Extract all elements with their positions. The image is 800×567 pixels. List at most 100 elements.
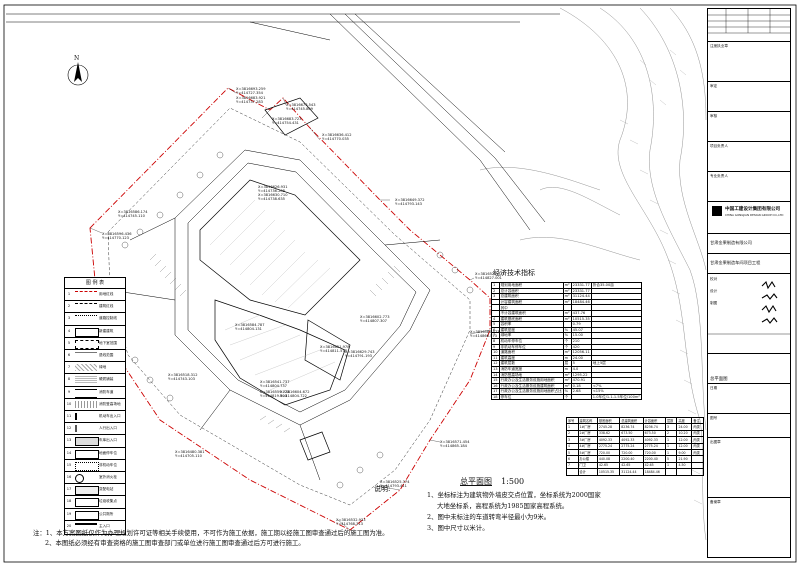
building-cell: 12.00	[676, 436, 693, 444]
building-cell: 42.65	[642, 461, 666, 470]
building-cell	[566, 468, 579, 476]
note-bottom-2: 2、本图纸必须经有审查资格的施工图审查部门或单位进行施工图审查通过后方可进行施工…	[45, 539, 305, 547]
coordinate-x: X=3816636.412	[322, 133, 352, 137]
legend-num: 11	[66, 414, 72, 418]
building-cell: 4#厂房	[577, 442, 598, 450]
building-setback-line	[107, 107, 471, 506]
econ-cell: 其中	[498, 304, 564, 311]
legend-symbol-icon	[75, 291, 97, 299]
building-cell: 4092.33	[642, 436, 666, 444]
legend-label: 车库出入口	[99, 438, 117, 443]
econ-cell: 容积率	[498, 321, 564, 328]
coordinate-x: X=3816521.573	[475, 272, 505, 276]
legend-label: 人行出入口	[99, 426, 117, 431]
project-name: 甘肃金果制造有限公司	[710, 240, 752, 245]
coordinate-x: X=3816532.933	[336, 518, 366, 522]
building-1	[199, 179, 361, 316]
econ-cell: 210	[570, 337, 592, 345]
tb-row-issue-stamp: 出图章	[708, 437, 790, 498]
tb-label-draw: 制图	[710, 301, 718, 305]
coordinate-y: Y=414791.193	[345, 354, 372, 359]
building-cell: 丙类	[691, 448, 704, 457]
building-cell: 338.62	[596, 429, 621, 438]
coordinate-x: X=3816673.543	[286, 103, 316, 107]
building-cell: 440.08	[596, 455, 621, 463]
coordinate-x: X=3816604.672	[280, 390, 310, 394]
legend-num: 15	[66, 462, 72, 467]
building-cell: 12.00	[676, 442, 693, 450]
legend-label: 垃圾收集点	[99, 499, 117, 504]
econ-cell	[590, 332, 642, 339]
coordinate-x: X=3816626.931	[258, 185, 288, 189]
coordinate-y: Y=414865.184	[440, 444, 467, 449]
legend-num: 6	[67, 353, 71, 357]
legend-num: 4	[67, 328, 71, 333]
legend-label: 新建建筑	[99, 328, 114, 333]
econ-cell	[590, 343, 642, 351]
econ-cell: m²	[562, 371, 572, 379]
building-cell: 办公楼	[577, 455, 598, 463]
econ-cell: 总计容面积	[498, 287, 564, 295]
note-right-1: 1、坐标标注为建筑物外墙皮交点位置，坐标系统为2000国家	[427, 491, 601, 499]
legend-symbol-icon	[75, 425, 99, 433]
econ-cell: 建筑高度	[498, 354, 564, 362]
tb-signatures: 校对 设计 制图	[708, 273, 790, 354]
econ-cell: 2.68	[570, 388, 592, 395]
building-header-row: 序号建筑名称基底面积总建筑面积计容面积层数高度备注	[566, 416, 704, 425]
legend-num: 1	[67, 292, 71, 296]
building-cell: 5#厂房	[577, 448, 598, 457]
coordinate-x: X=3816683.921	[236, 96, 266, 100]
building-cell: 丙类	[691, 423, 704, 431]
building-cell: 673.50	[642, 429, 666, 438]
building-cell: 8236.74	[642, 423, 666, 431]
tb-row-project: 甘肃金果制造有限公司	[708, 233, 790, 254]
building-cell: 9.00	[676, 448, 693, 457]
coordinate-x: X=3816621.978	[320, 345, 350, 349]
legend-label: 建筑红线	[99, 304, 114, 309]
tb-row-review: 审核	[708, 111, 790, 142]
drawing-frame	[3, 4, 797, 563]
building-cell: 丙类	[691, 429, 704, 438]
building-cell: 18484.46	[642, 468, 666, 476]
coordinate-y: Y=414819.803	[260, 394, 287, 399]
legend-num: 13	[66, 438, 72, 443]
econ-cell: m²	[562, 382, 572, 390]
econ-cell: 消防车道宽度	[498, 365, 564, 373]
coordinate-y: Y=414811.577	[320, 349, 347, 354]
coordinate-x: X=3816582.573	[470, 330, 500, 334]
legend-symbol-icon	[75, 522, 97, 532]
building-cell: 720.00	[642, 448, 666, 457]
econ-cell	[590, 304, 642, 311]
econ-cell: 14	[491, 371, 500, 379]
tb-row-number: 图号	[708, 413, 790, 438]
coordinate-leaders	[89, 87, 491, 531]
building-cell: 2#厂房	[577, 429, 598, 438]
legend-symbol-icon	[75, 437, 99, 447]
legend-symbol-icon	[75, 498, 99, 508]
legend-num: 14	[66, 450, 72, 455]
legend-label: 非机动车位	[99, 462, 117, 467]
econ-cell: 不计容建筑面积	[498, 310, 564, 317]
econ-cell: 停车位	[498, 393, 564, 401]
econ-cell	[590, 371, 642, 379]
note-bottom-1: 注：1、本方案图纸仅作为办理规划许可证等相关手续使用，不可作为施工依据，施工期以…	[33, 529, 389, 537]
legend-label: 地面停车位	[99, 450, 117, 455]
econ-cell: 437.76	[570, 310, 592, 317]
tb-sign-grid	[708, 9, 790, 34]
legend-label: 用地红线	[99, 292, 114, 296]
building-cell: 10515.35	[596, 468, 621, 476]
